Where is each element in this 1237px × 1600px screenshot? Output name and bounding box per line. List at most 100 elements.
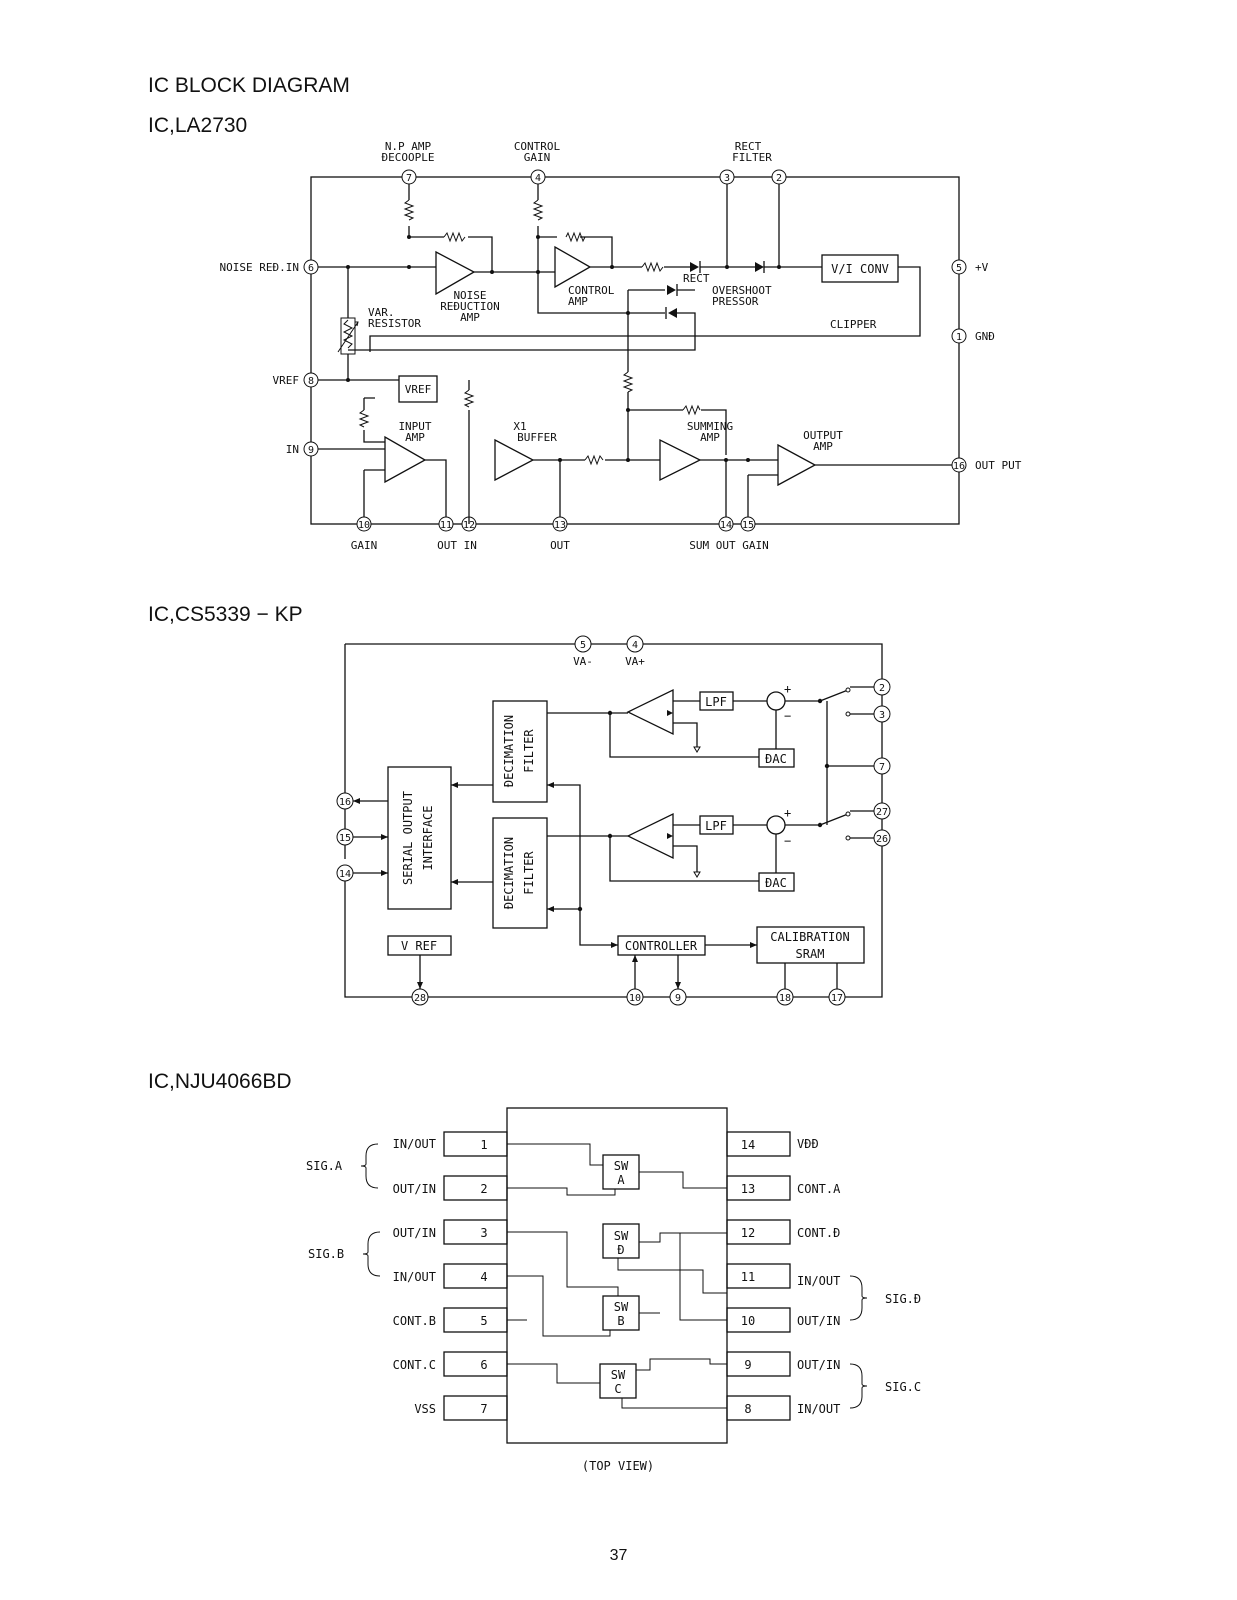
pin-box-8: [726, 1395, 791, 1421]
svg-text:10: 10: [358, 520, 370, 531]
pin-label: VÐÐ: [797, 1137, 819, 1151]
resistor: [463, 389, 475, 408]
pin-label: OUT/IN: [393, 1182, 436, 1196]
diode: [755, 261, 765, 273]
svg-text:10: 10: [629, 993, 641, 1004]
pin-28: 28: [411, 988, 429, 1006]
pin-14: 14: [336, 864, 354, 882]
label-pressor: PRESSOR: [712, 295, 759, 308]
group-sig-a: SIG.A: [306, 1159, 343, 1173]
switch-c-sw: SW: [611, 1368, 626, 1382]
junctions: [346, 235, 781, 462]
pin-label: IN/OUT: [393, 1137, 436, 1151]
pin-label: IN/OUT: [393, 1270, 436, 1284]
pin-label: CONT.B: [393, 1314, 436, 1328]
svg-text:11: 11: [440, 520, 452, 531]
pin-box-14: [726, 1131, 791, 1157]
noise-reduction-amp: [435, 250, 476, 296]
pin-2: 2: [873, 678, 891, 696]
label-vref: VREF: [273, 374, 300, 387]
diode: [667, 284, 678, 296]
pin-number: 9: [744, 1358, 751, 1372]
switch-b-sw: SW: [614, 1300, 629, 1314]
pin-10: 10: [356, 516, 372, 532]
page-number: 37: [609, 1547, 628, 1564]
svg-text:15: 15: [339, 833, 351, 844]
pin-1: 1: [951, 328, 967, 344]
pin-4: 4: [626, 635, 644, 653]
pin-label: CONT.C: [393, 1358, 436, 1372]
pin-box-7: [443, 1395, 508, 1421]
label-out-in: OUT IN: [437, 539, 477, 552]
group-sig-b: SIG.B: [308, 1247, 344, 1261]
switch-d-sw: SW: [614, 1229, 629, 1243]
group-sig-d: SIG.Ð: [885, 1292, 921, 1306]
pin-17: 17: [828, 988, 846, 1006]
pin-26: 26: [873, 829, 891, 847]
serial-output-interface-box: [387, 766, 452, 910]
pin-label: OUT/IN: [797, 1358, 840, 1372]
lpf-top-label: LPF: [705, 695, 727, 709]
label-control: CONTROL: [514, 140, 561, 153]
label-resistor: RESISTOR: [368, 317, 421, 330]
minus-bottom: −: [784, 834, 791, 848]
svg-text:13: 13: [554, 520, 566, 531]
output-amp: [777, 443, 817, 487]
decimation-filter-top-box: [492, 700, 548, 803]
pin-box-11: [726, 1263, 791, 1289]
svg-text:9: 9: [308, 445, 314, 456]
resistor: [622, 371, 634, 393]
pin-4: 4: [530, 169, 546, 185]
label-noise-red-in: NOISE REÐ.IN: [220, 261, 299, 274]
decimation-top-label: ÐECIMATION: [502, 715, 516, 787]
label-rect: RECT: [735, 140, 762, 153]
pin-5: 5: [951, 259, 967, 275]
pin-box-13: [726, 1175, 791, 1201]
pin-number: 4: [480, 1270, 487, 1284]
la2730-diagram: N.P AMP ÐECOOPLE CONTROL GAIN RECT FILTE…: [220, 140, 1022, 552]
pin-9: 9: [669, 988, 687, 1006]
plus-bottom: +: [784, 806, 791, 820]
svg-text:14: 14: [720, 520, 732, 531]
pin-box-6: [443, 1351, 508, 1377]
label-overshoot: OVERSHOOT: [712, 284, 772, 297]
la2730-outline: [310, 176, 960, 525]
label-control-amp-2: AMP: [568, 295, 588, 308]
minus-top: −: [784, 709, 791, 723]
vref-label: V REF: [401, 939, 437, 953]
resistor: [682, 404, 701, 416]
pin-number: 5: [480, 1314, 487, 1328]
pin-10: 10: [626, 988, 644, 1006]
resistor: [358, 409, 370, 428]
pin-box-10: [726, 1307, 791, 1333]
svg-text:27: 27: [876, 807, 888, 818]
pin-number: 7: [480, 1402, 487, 1416]
label-gnd: GNÐ: [975, 330, 995, 343]
svg-text:2: 2: [776, 173, 782, 184]
pin-18: 18: [776, 988, 794, 1006]
pin-box-4: [443, 1263, 508, 1289]
pin-3: 3: [873, 705, 891, 723]
svg-text:16: 16: [339, 797, 351, 808]
svg-text:9: 9: [675, 993, 681, 1004]
vref-box: [398, 375, 438, 403]
nju4066-diagram: 1 2 3 4 5 6 7 IN/OUT OUT/IN OUT/IN IN/OU…: [306, 1107, 921, 1473]
pin-5: 5: [574, 635, 592, 653]
label-clipper: CLIPPER: [830, 318, 877, 331]
top-view-label: (TOP VIEW): [582, 1459, 654, 1473]
svg-text:1: 1: [956, 332, 962, 343]
pin-number: 3: [480, 1226, 487, 1240]
pin-16: 16: [336, 792, 354, 810]
svg-text:16: 16: [953, 461, 965, 472]
svg-text:3: 3: [879, 710, 885, 721]
label-va-plus: VA+: [625, 655, 645, 668]
pin-label: OUT/IN: [393, 1226, 436, 1240]
svg-text:5: 5: [580, 640, 586, 651]
pin-3: 3: [719, 169, 735, 185]
arrowheads: [353, 710, 757, 989]
svg-text:2: 2: [879, 683, 885, 694]
label-gain-bottom: GAIN: [351, 539, 378, 552]
vi-conv-label: V/I CONV: [831, 262, 889, 276]
control-amp: [554, 245, 592, 289]
